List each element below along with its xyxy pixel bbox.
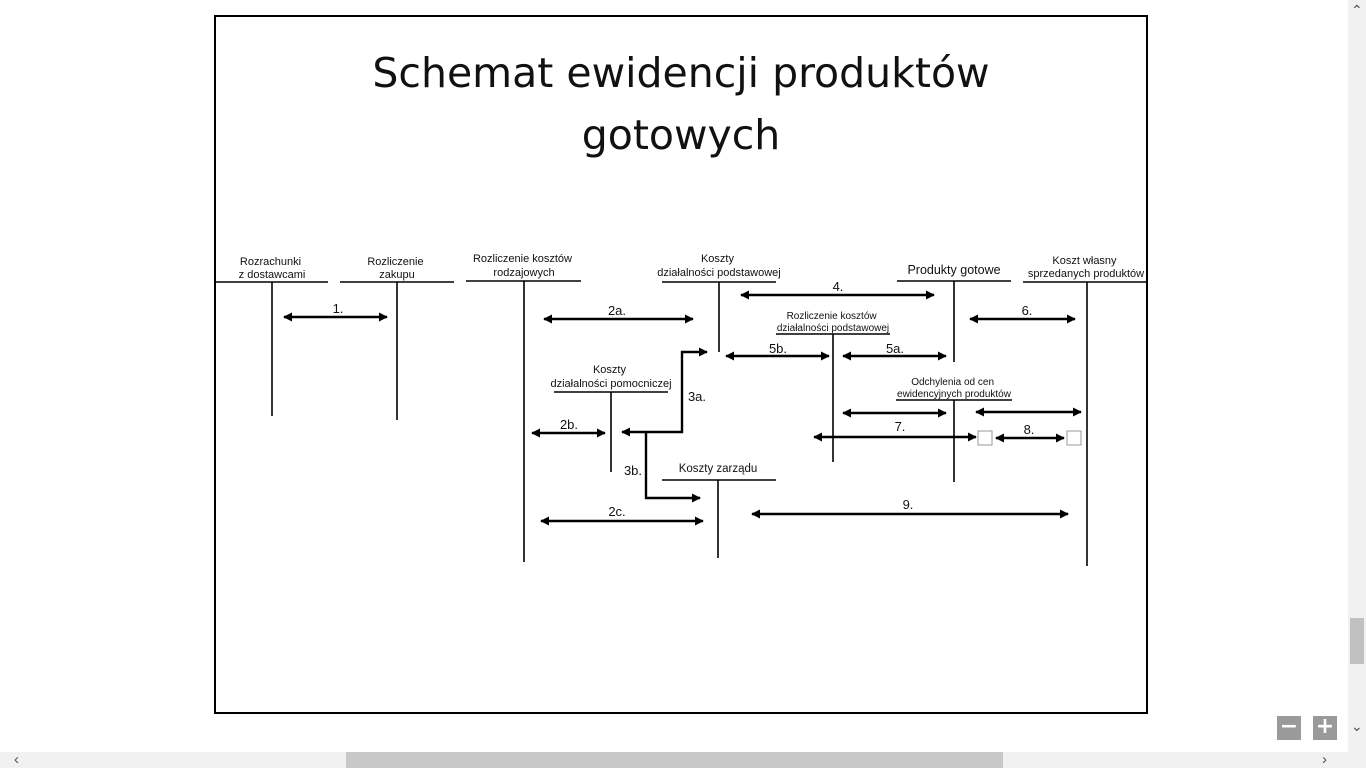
account-koszty-podstawowej: Koszty działalności podstawowej (657, 253, 781, 279)
chevron-right-icon[interactable]: › (1322, 751, 1327, 768)
flow-label-4: 4. (833, 279, 844, 294)
flow-label-7: 7. (895, 419, 906, 434)
account-koszty-pomocniczej: Koszty działalności pomocniczej (550, 364, 671, 390)
slide-title: Schemat ewidencji produktów gotowych (214, 42, 1148, 166)
flow-label-1: 1. (333, 301, 344, 316)
arrow-3a (621, 347, 708, 437)
flow-label-6: 6. (1022, 303, 1033, 318)
account-rozliczenie-zakupu: Rozliczenie zakupu (367, 256, 426, 281)
chevron-left-icon[interactable]: ‹ (14, 751, 19, 768)
flow-label-2b: 2b. (560, 417, 578, 432)
title-line-1: Schemat ewidencji produktów (372, 49, 990, 97)
zoom-in-button[interactable]: + (1313, 716, 1337, 740)
flow-label-2c: 2c. (608, 504, 625, 519)
flow-label-5b: 5b. (769, 341, 787, 356)
title-line-2: gotowych (581, 111, 781, 159)
chevron-down-icon[interactable]: ⌄ (1351, 718, 1363, 734)
account-koszty-zarzadu: Koszty zarządu (679, 463, 758, 475)
arrow-3b (644, 432, 701, 503)
account-rozliczenie-podstawowej: Rozliczenie kosztów działalności podstaw… (777, 311, 889, 334)
plus-icon: + (1315, 714, 1335, 739)
vertical-scroll-thumb[interactable] (1350, 618, 1364, 664)
box-small-1 (977, 430, 993, 446)
box-small-2 (1066, 430, 1082, 446)
flow-label-9: 9. (903, 497, 914, 512)
minus-icon: − (1279, 714, 1299, 739)
flow-label-2a: 2a. (608, 303, 626, 318)
zoom-out-button[interactable]: − (1277, 716, 1301, 740)
account-rozrachunki: Rozrachunki z dostawcami (239, 256, 306, 281)
account-produkty-gotowe: Produkty gotowe (907, 263, 1000, 277)
account-koszt-wlasny: Koszt własny sprzedanych produktów (1028, 255, 1144, 280)
flow-label-3b: 3b. (624, 463, 642, 478)
flow-label-8: 8. (1024, 422, 1035, 437)
vertical-scrollbar[interactable] (1348, 0, 1366, 752)
account-odchylenia: Odchylenia od cen ewidencyjnych produktó… (897, 377, 1012, 400)
account-koszty-rodzajowe: Rozliczenie kosztów rodzajowych (473, 253, 575, 279)
flow-label-3a: 3a. (688, 389, 706, 404)
flow-label-5a: 5a. (886, 341, 904, 356)
chevron-up-icon[interactable]: ⌃ (1351, 2, 1363, 18)
horizontal-scroll-thumb[interactable] (346, 752, 1003, 768)
